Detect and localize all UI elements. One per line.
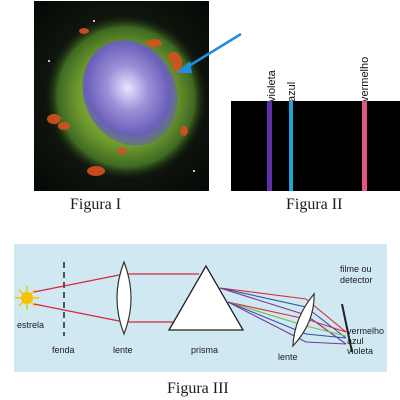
label-lente-2: lente — [278, 352, 298, 362]
lens2 — [292, 292, 315, 348]
label-lente-1: lente — [113, 345, 133, 355]
label-detector: filme ou detector — [340, 264, 373, 285]
prism — [167, 264, 245, 331]
spectroscope-diagram: estrela fenda lente prisma lente filme o… — [14, 244, 387, 372]
figure3-caption: Figura III — [167, 380, 229, 397]
label-violeta: violeta — [266, 70, 278, 102]
label-prisma: prisma — [191, 345, 219, 355]
line-violeta — [267, 101, 272, 191]
label-azul: azul — [286, 81, 298, 102]
label-azul-f3: azul — [347, 336, 364, 346]
figure1-caption: Figura I — [70, 196, 122, 213]
label-violeta-f3: violeta — [347, 346, 374, 356]
spectroscope-svg — [14, 244, 387, 372]
label-vermelho: vermelho — [359, 56, 371, 102]
detector — [341, 303, 353, 353]
spectrum-panel — [231, 101, 400, 191]
line-azul — [289, 101, 293, 191]
label-fenda: fenda — [52, 345, 75, 355]
nebula-image — [34, 1, 242, 191]
line-vermelho — [362, 101, 367, 191]
arrow-icon — [176, 32, 242, 73]
figure2-caption: Figura II — [286, 196, 343, 213]
spectrum-labels: violeta azul vermelho — [258, 40, 400, 102]
label-estrela: estrela — [17, 320, 45, 330]
label-vermelho-f3: vermelho — [347, 326, 385, 336]
star-icon — [15, 286, 39, 310]
lens1 — [116, 260, 132, 336]
nebula-svg — [34, 1, 209, 191]
